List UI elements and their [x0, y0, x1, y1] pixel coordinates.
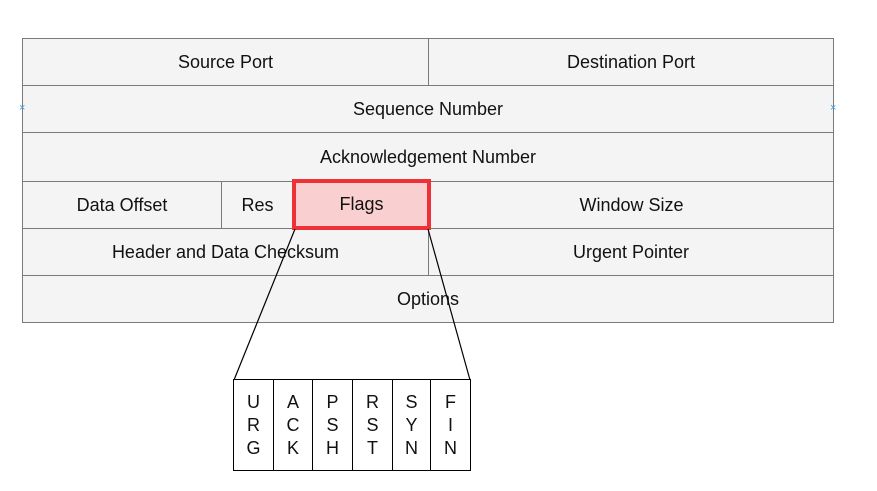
flag-letter: G — [246, 437, 261, 458]
urgent-pointer-field[interactable]: Urgent Pointer — [428, 228, 834, 276]
checksum-field[interactable]: Header and Data Checksum — [22, 228, 429, 276]
flag-syn[interactable]: S Y N — [392, 379, 431, 471]
flag-letter: Y — [405, 414, 418, 435]
flag-letter: H — [326, 437, 339, 458]
flag-letter: T — [367, 437, 378, 458]
flag-letter: S — [366, 414, 379, 435]
flag-letter: P — [326, 391, 339, 412]
flag-letter: R — [247, 414, 260, 435]
flag-fin[interactable]: F I N — [430, 379, 471, 471]
destination-port-field[interactable]: Destination Port — [428, 38, 834, 86]
x-handle-icon[interactable]: × — [19, 102, 26, 114]
flag-letter: R — [366, 391, 379, 412]
data-offset-field[interactable]: Data Offset — [22, 181, 222, 229]
flag-letter: U — [247, 391, 260, 412]
flag-letter: F — [445, 391, 456, 412]
reserved-field[interactable]: Res — [221, 181, 294, 229]
flag-letter: K — [286, 437, 299, 458]
flag-urg[interactable]: U R G — [233, 379, 274, 471]
source-port-field[interactable]: Source Port — [22, 38, 429, 86]
flag-letter: C — [286, 414, 300, 435]
flag-letter: A — [286, 391, 299, 412]
flag-letter: S — [326, 414, 339, 435]
flag-letter: S — [405, 391, 418, 412]
window-size-field[interactable]: Window Size — [429, 181, 834, 229]
flag-letter: N — [405, 437, 418, 458]
sequence-number-field[interactable]: Sequence Number — [22, 85, 834, 133]
acknowledgement-number-field[interactable]: Acknowledgement Number — [22, 132, 834, 182]
flag-psh[interactable]: P S H — [312, 379, 353, 471]
flags-field-selected[interactable]: Flags — [292, 179, 431, 230]
options-field[interactable]: Options — [22, 275, 834, 323]
flag-letter: N — [444, 437, 457, 458]
flag-rst[interactable]: R S T — [352, 379, 393, 471]
flag-ack[interactable]: A C K — [273, 379, 313, 471]
flag-letter: I — [447, 414, 453, 435]
x-handle-icon[interactable]: × — [830, 102, 837, 114]
